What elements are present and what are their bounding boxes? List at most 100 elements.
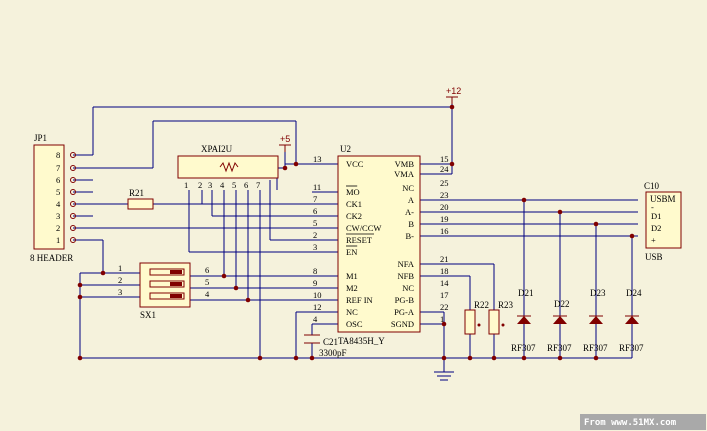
svg-text:23: 23 [440,190,449,200]
sx1-ref-label: SX1 [140,310,156,320]
diode-d22: D22 RF307 [547,299,572,353]
xpai-pin-5: 5 [232,180,236,190]
jp1-pin-2: 2 [56,223,76,233]
u2-part-label: TA8435H_Y [338,336,385,346]
svg-text:2: 2 [56,223,60,233]
svg-text:RESET: RESET [346,235,373,245]
svg-text:5: 5 [313,218,317,228]
xpai-resistor-network: XPAI2U 1 2 3 4 5 6 7 [177,144,279,190]
jp1-pin-8: 8 [56,150,76,160]
c21-value-label: 3300pF [319,348,347,358]
svg-text:3: 3 [56,211,60,221]
svg-text:SGND: SGND [391,319,414,329]
xpai-pin-1: 1 [184,180,188,190]
svg-text:NC: NC [346,307,358,317]
svg-text:6: 6 [56,175,60,185]
svg-text:16: 16 [440,226,449,236]
sx1-pin-2: 2 [118,275,122,285]
wires [73,104,638,381]
svg-text:4: 4 [313,314,318,324]
d24-ref-label: D24 [626,288,642,298]
svg-text:22: 22 [440,302,449,312]
u2-pin-16: B-16 [406,226,449,241]
d24-part-label: RF307 [619,343,644,353]
svg-text:2: 2 [313,230,317,240]
svg-text:VCC: VCC [346,159,364,169]
svg-text:18: 18 [440,266,449,276]
sx1-pin-4: 4 [205,289,210,299]
svg-text:14: 14 [440,278,449,288]
r21-resistor: R21 [127,188,154,210]
r21-label: R21 [129,188,144,198]
c10-name-label: USB [645,252,663,262]
svg-text:7: 7 [313,194,317,204]
svg-text:M2: M2 [346,283,358,293]
c10-ref-label: C10 [644,181,660,191]
svg-text:MO: MO [346,187,360,197]
sx1-pin-1: 1 [118,263,122,273]
svg-text:21: 21 [440,254,449,264]
jp1-header: JP1 8 HEADER 8 7 6 5 4 3 2 1 [30,133,76,263]
svg-text:15: 15 [440,154,449,164]
svg-text:NC: NC [402,283,414,293]
svg-text:5: 5 [56,187,60,197]
jp1-pin-5: 5 [56,187,76,197]
jp1-name-label: 8 HEADER [30,253,73,263]
sx1-pin-5: 5 [205,277,209,287]
svg-text:PG-B: PG-B [395,295,415,305]
u2-pin-14: NC 14 [402,278,449,293]
xpai-pin-2: 2 [198,180,202,190]
svg-text:OSC: OSC [346,319,363,329]
svg-text:11: 11 [313,182,321,192]
c10-pin-plus: + [651,235,656,245]
svg-text:3: 3 [313,242,317,252]
u2-pin-25: NC 25 [402,178,448,193]
svg-text:NC: NC [402,183,414,193]
diode-d24: D24 RF307 [619,288,644,353]
u2-pin-20: A- 20 [405,202,448,217]
svg-text:25: 25 [440,178,449,188]
jp1-pin-4: 4 [56,199,76,209]
jp1-ref-label: JP1 [34,133,47,143]
svg-text:4: 4 [56,199,61,209]
r23-label: R23 [498,300,514,310]
d23-part-label: RF307 [583,343,608,353]
svg-text:M1: M1 [346,271,358,281]
power-12v-symbol: +12 [446,86,461,104]
watermark: From www.51MX.com [580,414,706,430]
c21-ref-label: C21 [323,337,338,347]
c10-pin-d2: D2 [651,223,661,233]
xpai-pin-7: 7 [256,180,260,190]
sx1-pin-3: 3 [118,287,122,297]
sx1-dip-switch: SX1 1 2 3 6 5 4 [118,262,210,320]
svg-text:VMB: VMB [395,159,415,169]
u2-pin-22: PG-A 22 [394,302,448,317]
r23-resistor: R23 [488,300,514,335]
svg-text:20: 20 [440,202,449,212]
svg-text:7: 7 [56,163,60,173]
svg-text:A: A [408,195,415,205]
svg-text:PG-A: PG-A [394,307,415,317]
svg-text:1: 1 [56,235,60,245]
jp1-pin-7: 7 [56,163,76,173]
d23-ref-label: D23 [590,288,606,298]
power-12v-label: +12 [446,86,461,96]
xpai-pin-4: 4 [220,180,225,190]
diode-d21: D21 RF307 [511,288,536,353]
svg-text:24: 24 [440,164,449,174]
svg-text:A-: A- [405,207,414,217]
r22-resistor: R22 [464,300,489,335]
svg-text:12: 12 [313,302,322,312]
